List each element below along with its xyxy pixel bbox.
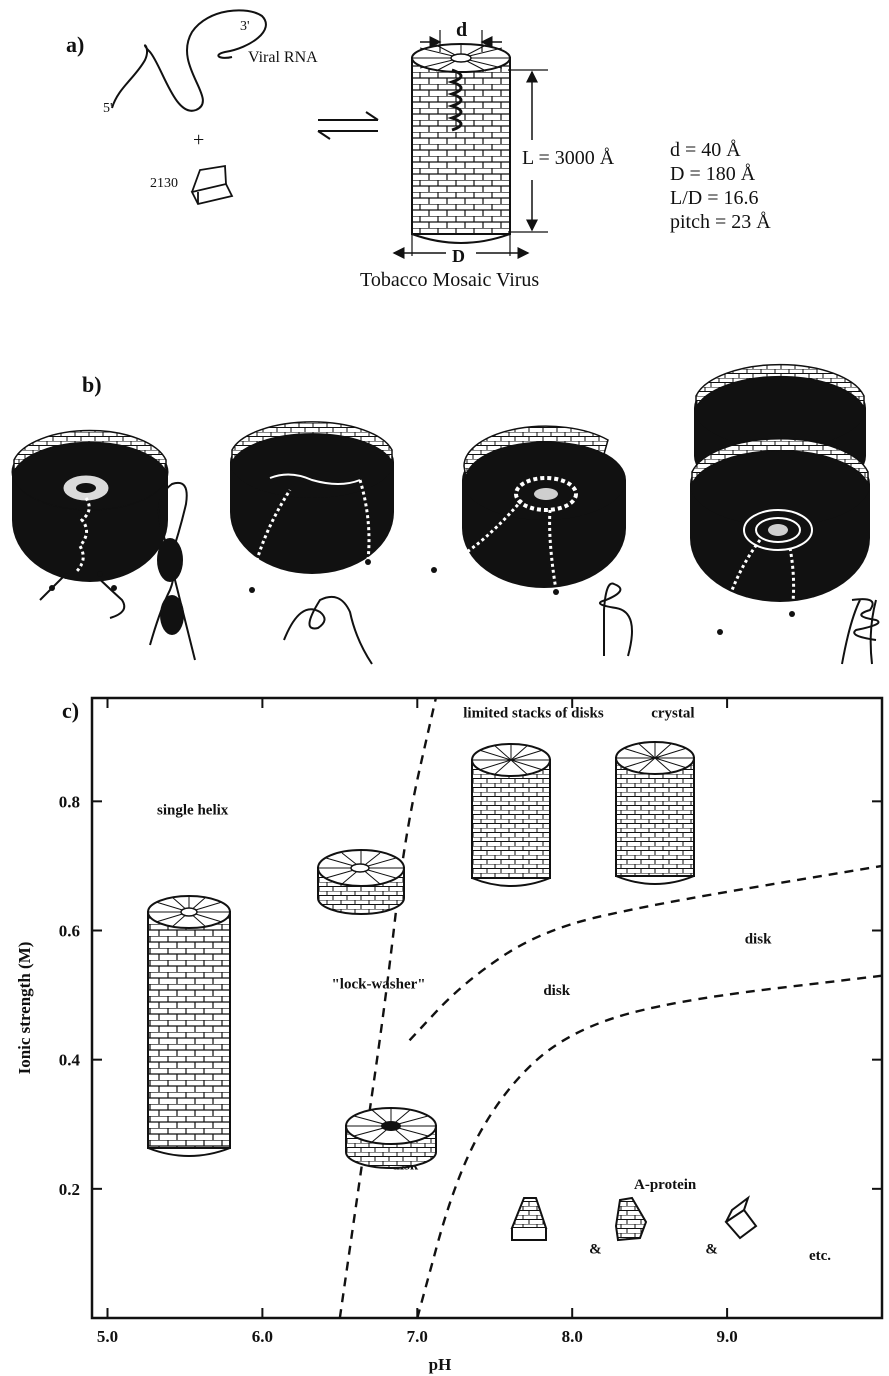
disk-illustration (345, 1107, 437, 1169)
region-label: & (705, 1241, 718, 1257)
y-tick-label: 0.8 (59, 792, 80, 811)
param-L-over-D: L/D = 16.6 (670, 187, 759, 209)
x-tick-label: 5.0 (97, 1327, 118, 1346)
assembly-step-3 (429, 425, 633, 657)
lock-washer-illustration (317, 849, 405, 915)
region-label: crystal (651, 705, 694, 721)
x-axis-ticks: 5.0 6.0 7.0 8.0 9.0 (97, 698, 738, 1346)
param-D: D = 180 Å (670, 163, 756, 185)
y-tick-label: 0.2 (59, 1180, 80, 1199)
dim-d-label: d (456, 19, 467, 41)
panel-a: a) 3' 5' Viral RNA + 2130 (66, 9, 771, 291)
x-tick-label: 7.0 (407, 1327, 428, 1346)
param-d: d = 40 Å (670, 139, 741, 161)
x-tick-label: 9.0 (716, 1327, 737, 1346)
viral-rna-strand (111, 9, 267, 112)
viral-rna-label: Viral RNA (248, 49, 318, 66)
tmv-virus-rod (411, 43, 511, 244)
dimension-L: L = 3000 Å (508, 69, 615, 233)
assembly-step-2 (230, 421, 394, 665)
disk-stack-illustration (471, 743, 551, 887)
equilibrium-arrows (317, 111, 379, 140)
y-axis-label: Ionic strength (M) (15, 942, 34, 1075)
assembly-step-1 (11, 429, 196, 661)
protein-subunit-icon (190, 164, 234, 206)
rna-5-end-label: 5' (103, 101, 113, 116)
region-label: disk (745, 931, 772, 947)
crystal-stack-illustration (615, 741, 695, 885)
panel-a-label: a) (66, 32, 84, 57)
y-tick-label: 0.4 (59, 1051, 81, 1070)
a-protein-subunits-illustration (510, 1195, 758, 1242)
panel-c: c) 5.0 6.0 7.0 8.0 9.0 0.2 0.4 0.6 0.8 single h… (15, 696, 884, 1374)
panel-b: b) (11, 363, 880, 665)
region-label: disk (543, 983, 570, 999)
plot-frame (90, 696, 884, 1320)
dim-D-label: D (452, 246, 465, 266)
param-pitch: pitch = 23 Å (670, 211, 771, 233)
length-label: L = 3000 Å (522, 147, 615, 169)
phase-boundary-3 (408, 864, 883, 1042)
region-label: & (589, 1241, 602, 1257)
phase-boundary-1 (338, 697, 438, 1319)
y-tick-label: 0.6 (59, 922, 80, 941)
panel-c-label: c) (62, 698, 79, 723)
x-tick-label: 8.0 (562, 1327, 583, 1346)
subunit-count-label: 2130 (150, 176, 178, 191)
dimension-D: D (392, 232, 530, 266)
assembly-step-4 (690, 363, 880, 665)
x-tick-label: 6.0 (252, 1327, 273, 1346)
region-label: single helix (157, 802, 229, 818)
dimension-d: d (420, 19, 502, 52)
plus-sign: + (193, 129, 204, 151)
x-axis-label: pH (429, 1355, 452, 1374)
phase-boundary-2 (416, 974, 883, 1319)
region-label: limited stacks of disks (463, 705, 604, 721)
region-label: "lock-washer" (331, 977, 425, 993)
virus-name-label: Tobacco Mosaic Virus (360, 269, 539, 291)
rna-3-end-label: 3' (240, 19, 250, 34)
single-helix-rod-illustration (147, 895, 231, 1157)
region-label: A-protein (634, 1177, 697, 1193)
region-label: etc. (809, 1248, 831, 1264)
panel-b-label: b) (82, 372, 102, 397)
phase-boundaries (338, 697, 883, 1319)
y-axis-ticks: 0.2 0.4 0.6 0.8 (59, 792, 882, 1199)
virus-parameters: d = 40 Å D = 180 Å L/D = 16.6 pitch = 23… (670, 139, 771, 233)
